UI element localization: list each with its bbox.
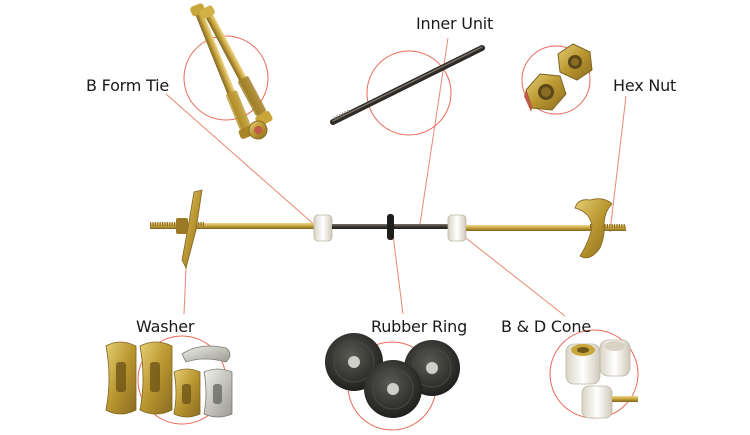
assembled-tie bbox=[150, 189, 626, 270]
b-d-cone-photo bbox=[549, 329, 639, 419]
rubber-ring-photo bbox=[325, 333, 460, 431]
leader-b-d-cone bbox=[461, 234, 566, 317]
label-rubber-ring: Rubber Ring bbox=[371, 317, 468, 336]
leader-b-form-tie bbox=[165, 93, 319, 229]
callout-circle bbox=[366, 50, 452, 136]
label-washer: Washer bbox=[136, 317, 195, 336]
callout-circle bbox=[521, 45, 591, 115]
callout-circle bbox=[183, 35, 269, 121]
label-b-form-tie: B Form Tie bbox=[86, 76, 170, 95]
label-hex-nut: Hex Nut bbox=[613, 76, 677, 95]
label-inner-unit: Inner Unit bbox=[416, 14, 494, 33]
leader-rubber-ring bbox=[392, 234, 404, 315]
washer-photo bbox=[105, 335, 233, 425]
inner-unit-photo bbox=[330, 45, 485, 136]
leader-hex-nut bbox=[609, 95, 627, 233]
hex-nut-photo bbox=[521, 43, 593, 115]
b-form-tie-photo bbox=[183, 3, 273, 140]
label-b-d-cone: B & D Cone bbox=[501, 317, 591, 336]
